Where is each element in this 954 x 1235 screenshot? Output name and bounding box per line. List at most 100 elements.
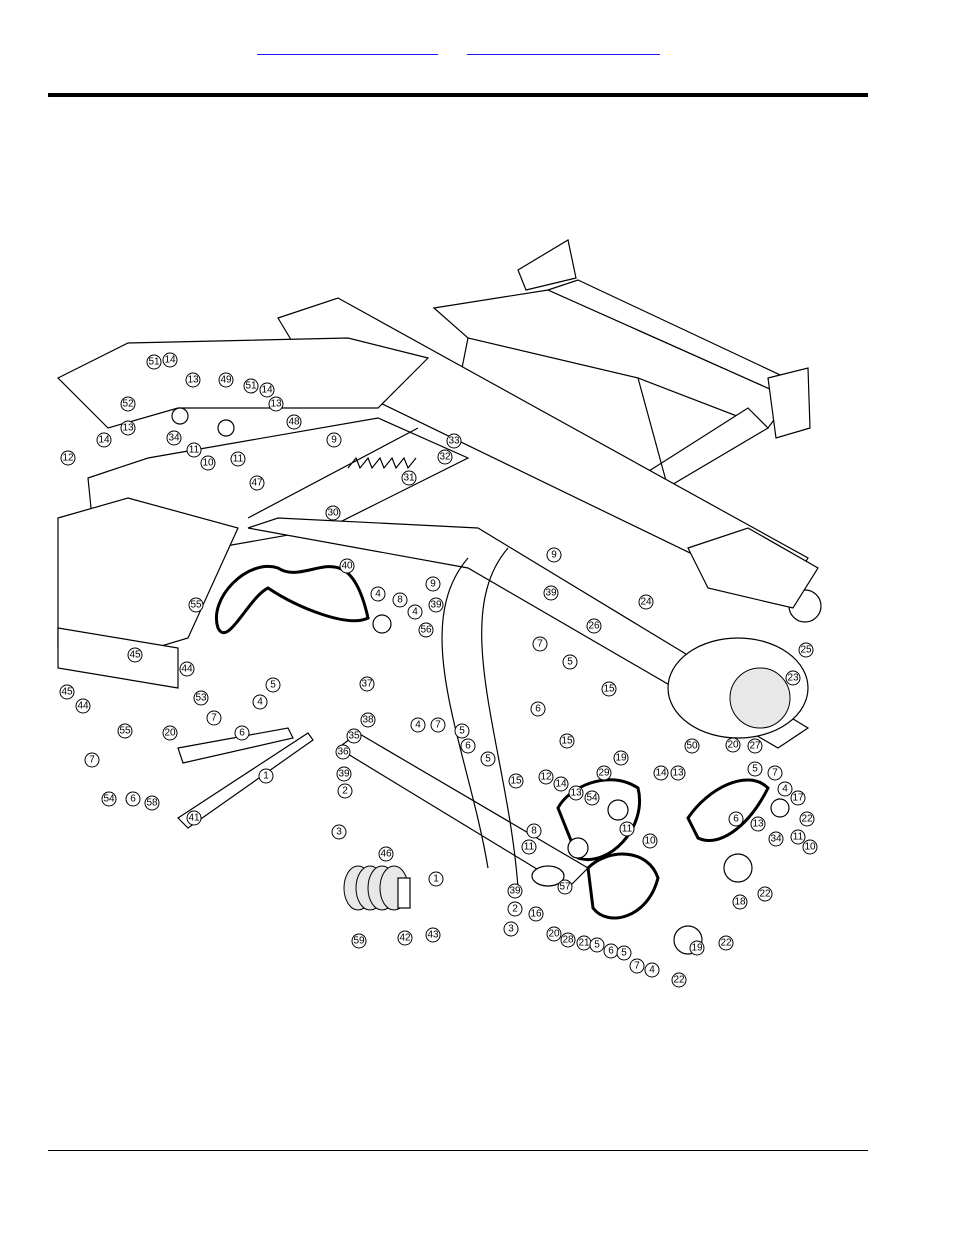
callout-number: 16 [530, 909, 542, 920]
callout-circle [642, 833, 658, 849]
callout-circle [785, 670, 801, 686]
callout-number: 43 [427, 930, 439, 941]
callout-18: 18 [732, 894, 748, 910]
callout-number: 10 [804, 842, 816, 853]
callout-39: 39 [543, 585, 559, 601]
callout-number: 6 [465, 741, 471, 752]
callout-circle [425, 576, 441, 592]
callout-circle [428, 871, 444, 887]
callout-number: 52 [122, 399, 134, 410]
callout-circle [200, 455, 216, 471]
callout-number: 4 [412, 607, 418, 618]
callout-circle [351, 933, 367, 949]
callout-5: 5 [747, 761, 763, 777]
callout-circle [162, 725, 178, 741]
callout-circle [186, 810, 202, 826]
callout-number: 55 [190, 600, 202, 611]
callout-5: 5 [454, 723, 470, 739]
callout-number: 23 [787, 673, 799, 684]
callout-circle [446, 433, 462, 449]
callout-7: 7 [629, 958, 645, 974]
callout-22: 22 [671, 972, 687, 988]
callout-47: 47 [249, 475, 265, 491]
callout-number: 3 [336, 827, 342, 838]
callout-circle [619, 821, 635, 837]
callout-circle [258, 768, 274, 784]
callout-6: 6 [460, 738, 476, 754]
callout-number: 39 [430, 600, 442, 611]
header-link-1[interactable] [257, 38, 438, 55]
callout-30: 30 [325, 505, 341, 521]
callout-number: 18 [734, 897, 746, 908]
callout-5: 5 [480, 751, 496, 767]
callout-23: 23 [785, 670, 801, 686]
callout-circle [407, 604, 423, 620]
callout-21: 21 [576, 935, 592, 951]
callout-39: 39 [507, 883, 523, 899]
callout-6: 6 [125, 791, 141, 807]
callout-13: 13 [185, 372, 201, 388]
callout-7: 7 [430, 717, 446, 733]
callout-14: 14 [553, 776, 569, 792]
callout-circle [418, 622, 434, 638]
callout-circle [401, 470, 417, 486]
callout-15: 15 [601, 681, 617, 697]
callout-circle [725, 737, 741, 753]
callout-58: 58 [144, 795, 160, 811]
callout-34: 34 [166, 430, 182, 446]
callout-number: 44 [77, 701, 89, 712]
callout-circle [546, 547, 562, 563]
callout-1: 1 [258, 768, 274, 784]
callout-number: 47 [251, 478, 263, 489]
callout-number: 58 [146, 798, 158, 809]
callout-41: 41 [186, 810, 202, 826]
callout-circle [526, 823, 542, 839]
callout-circle [528, 906, 544, 922]
callout-number: 50 [686, 741, 698, 752]
callout-36: 36 [335, 744, 351, 760]
callout-circle [125, 791, 141, 807]
callout-circle [397, 930, 413, 946]
callout-number: 31 [403, 473, 415, 484]
callout-number: 22 [759, 889, 771, 900]
callout-25: 25 [798, 642, 814, 658]
callout-number: 5 [270, 680, 276, 691]
callout-number: 6 [239, 728, 245, 739]
callout-22: 22 [757, 886, 773, 902]
callout-number: 39 [509, 886, 521, 897]
callout-circle [360, 712, 376, 728]
callout-52: 52 [120, 396, 136, 412]
callout-number: 12 [62, 453, 74, 464]
callout-number: 2 [512, 904, 518, 915]
callout-number: 10 [644, 836, 656, 847]
callout-5: 5 [562, 654, 578, 670]
callout-circle [359, 676, 375, 692]
header-link-2[interactable] [467, 38, 660, 55]
callout-circle [460, 738, 476, 754]
callout-circle [335, 744, 351, 760]
callout-20: 20 [725, 737, 741, 753]
callout-11: 11 [186, 442, 202, 458]
callout-16: 16 [528, 906, 544, 922]
callout-circle [559, 733, 575, 749]
callout-number: 13 [570, 788, 582, 799]
callout-22: 22 [799, 811, 815, 827]
callout-6: 6 [234, 725, 250, 741]
callout-number: 45 [61, 687, 73, 698]
callout-circle [596, 765, 612, 781]
callout-number: 11 [793, 832, 804, 843]
callout-4: 4 [407, 604, 423, 620]
top-rule [48, 93, 868, 97]
callout-number: 40 [341, 561, 353, 572]
callout-number: 11 [524, 842, 535, 853]
callout-number: 54 [586, 793, 598, 804]
callout-6: 6 [603, 943, 619, 959]
callout-number: 55 [119, 726, 131, 737]
callout-circle [437, 449, 453, 465]
callout-circle [144, 795, 160, 811]
callout-circle [218, 372, 234, 388]
callout-circle [530, 701, 546, 717]
callout-circle [179, 661, 195, 677]
callout-29: 29 [596, 765, 612, 781]
callout-number: 1 [263, 771, 269, 782]
